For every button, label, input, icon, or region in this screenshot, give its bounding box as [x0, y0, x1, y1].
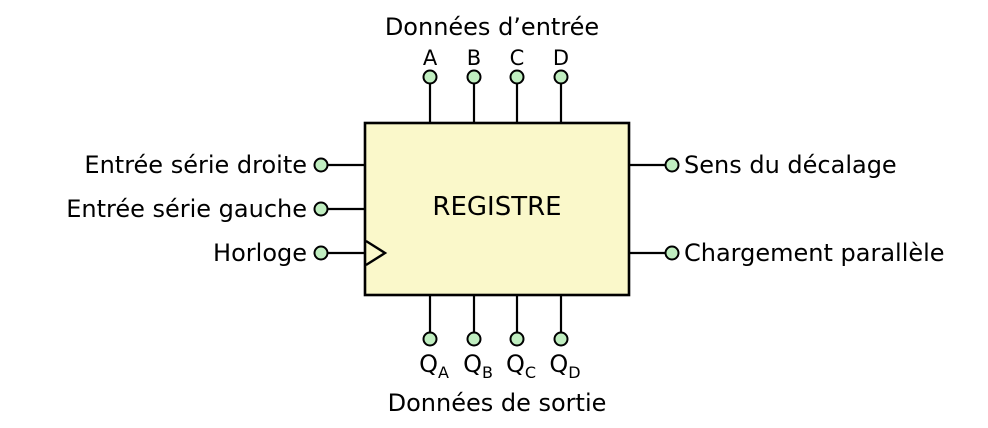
pin-c-label: C [510, 46, 525, 70]
pin-c-terminal [509, 69, 525, 85]
pin-qa-label: QA [419, 350, 449, 382]
pin-qb-label: QB [463, 350, 493, 382]
shift-direction-terminal [664, 157, 680, 173]
serial-left-terminal [313, 201, 329, 217]
top-title: Données d’entrée [385, 13, 599, 41]
pin-qb-terminal [466, 331, 482, 347]
pin-qc-terminal [509, 331, 525, 347]
pin-d-terminal [553, 69, 569, 85]
left-pins-group: Entrée série droite Entrée série gauche … [66, 151, 365, 267]
pin-a-terminal [422, 69, 438, 85]
pin-b-terminal [466, 69, 482, 85]
pin-qd-label: QD [549, 350, 580, 382]
clock-terminal [313, 245, 329, 261]
register-block-label: REGISTRE [432, 192, 561, 222]
pin-d-label: D [553, 46, 569, 70]
parallel-load-terminal [664, 245, 680, 261]
clock-label: Horloge [213, 239, 307, 267]
shift-direction-label: Sens du décalage [684, 151, 897, 179]
pin-a-label: A [423, 46, 438, 70]
top-pins-group: Données d’entrée A B C D [385, 13, 599, 123]
pin-qc-label: QC [506, 350, 536, 382]
register-block-group: REGISTRE [363, 121, 631, 297]
pin-qd-terminal [553, 331, 569, 347]
serial-left-label: Entrée série gauche [66, 195, 307, 223]
clock-edge-triangle-icon [365, 239, 388, 267]
right-pins-group: Sens du décalage Chargement parallèle [629, 151, 945, 267]
serial-right-terminal [313, 157, 329, 173]
bottom-pins-group: QA QB QC QD Données de sortie [388, 295, 607, 417]
pin-b-label: B [467, 46, 481, 70]
bottom-title: Données de sortie [388, 389, 607, 417]
serial-right-label: Entrée série droite [84, 151, 307, 179]
parallel-load-label: Chargement parallèle [684, 239, 945, 267]
pin-qa-terminal [422, 331, 438, 347]
register-block [363, 121, 631, 297]
